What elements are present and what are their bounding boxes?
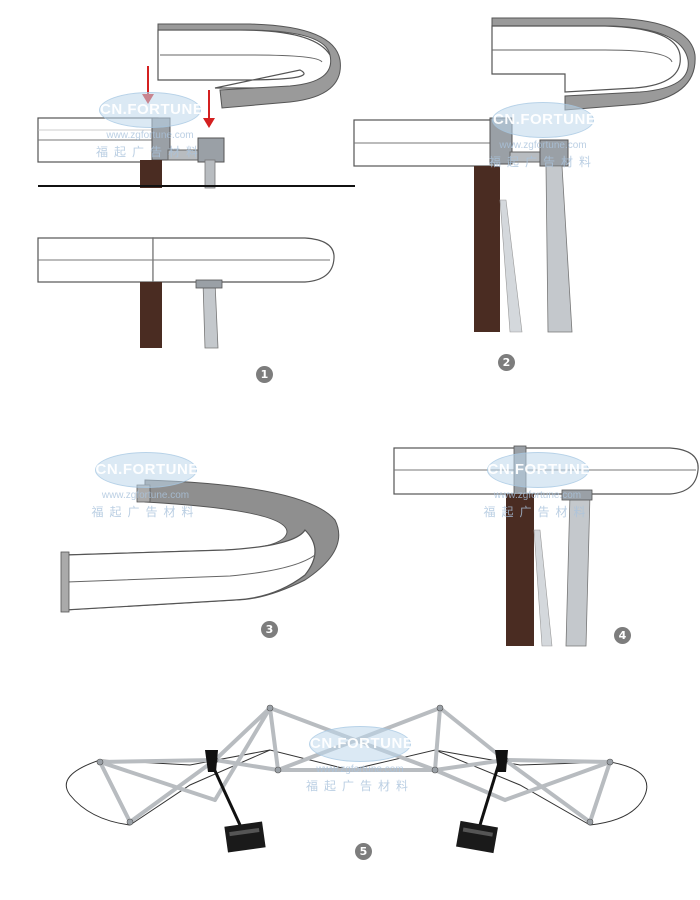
frame-post — [506, 494, 534, 646]
step-badge-5: 5 — [355, 843, 372, 860]
curved-graphic-panel — [157, 23, 341, 109]
frame-post — [474, 166, 500, 332]
down-arrow-icon — [142, 66, 154, 104]
frame-joint — [96, 704, 614, 826]
straight-graphic-panel — [37, 117, 159, 163]
step-badge-3: 3 — [261, 621, 278, 638]
step2-illustration — [353, 17, 696, 333]
spotlight-left — [205, 750, 266, 853]
step-badge-2: 2 — [498, 354, 515, 371]
step1-illustration — [37, 23, 355, 349]
frame-post — [140, 160, 162, 188]
assembled-panels — [37, 237, 335, 283]
straight-graphic-panel — [353, 119, 495, 167]
connector-bracket — [489, 117, 569, 167]
frame-post — [140, 282, 162, 348]
frame-pole — [565, 493, 591, 647]
step-badge-1: 1 — [256, 366, 273, 383]
connector-bracket — [151, 117, 225, 163]
assembled-panels — [393, 445, 699, 497]
down-arrow-icon — [203, 90, 215, 128]
step-badge-4: 4 — [614, 627, 631, 644]
frame-pole — [533, 529, 553, 647]
curved-graphic-panel — [60, 479, 340, 613]
step3-illustration — [60, 479, 340, 613]
frame-pole — [202, 281, 219, 349]
frame-pole — [499, 199, 523, 333]
curved-graphic-panel — [491, 17, 696, 111]
frame-pole — [204, 159, 216, 189]
frame-pole — [545, 165, 573, 333]
spotlight-right — [456, 750, 508, 854]
step4-illustration — [393, 445, 699, 647]
